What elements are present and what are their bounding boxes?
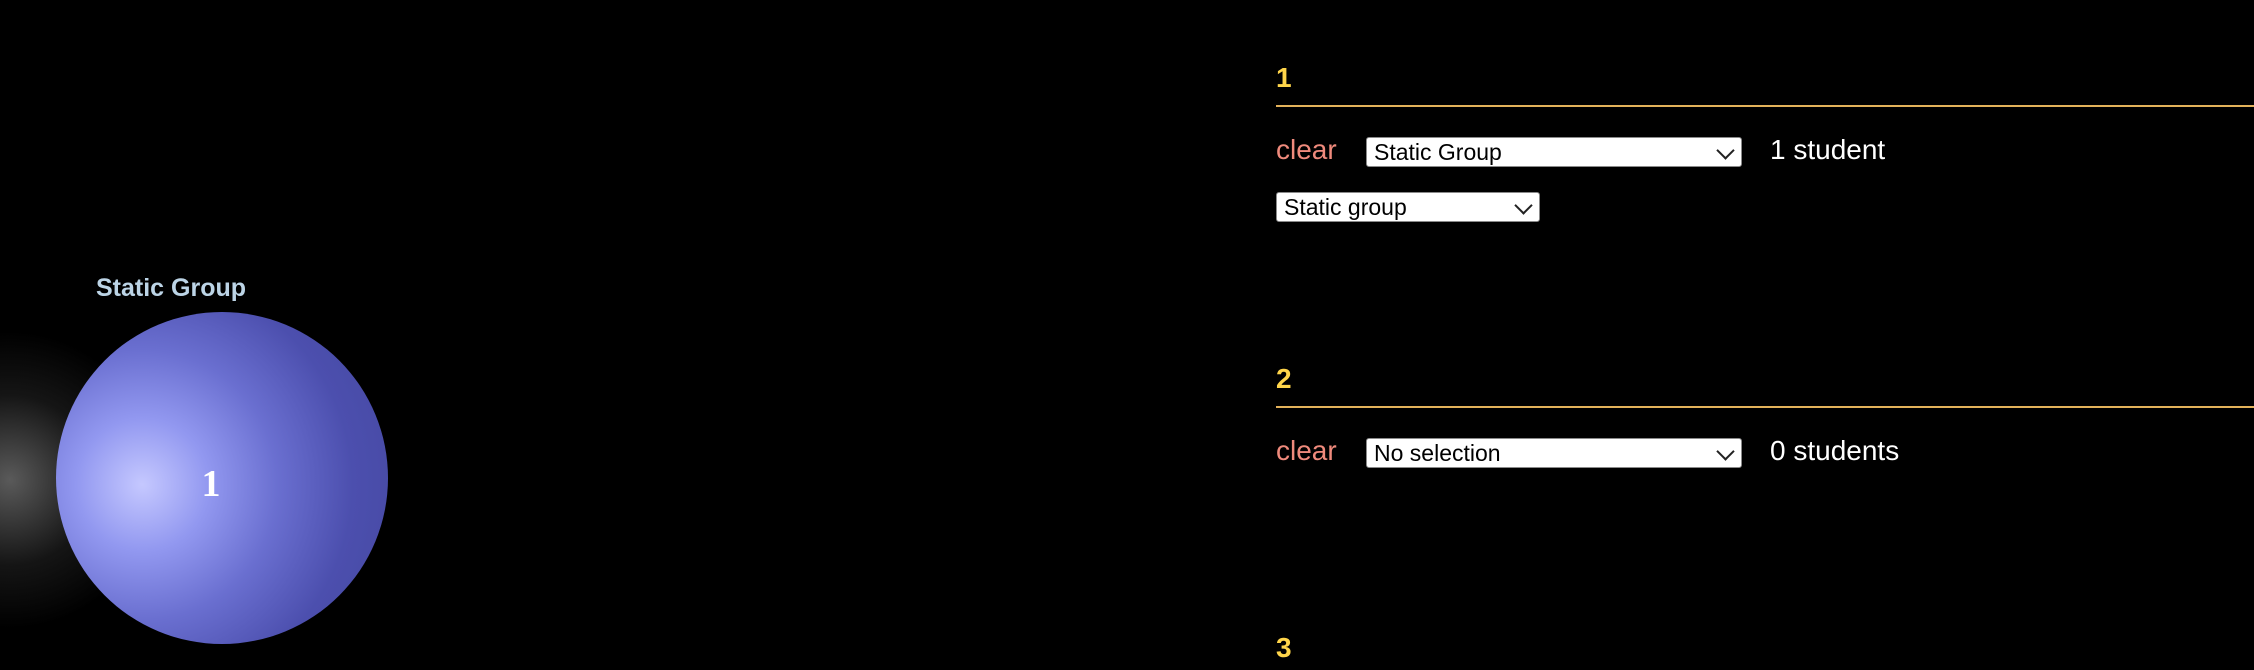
clear-link[interactable]: clear <box>1276 134 1337 165</box>
group-select[interactable]: No selection <box>1366 438 1742 468</box>
group-select-value: Static Group <box>1374 139 1502 165</box>
group-select-value: No selection <box>1374 440 1501 466</box>
student-count: 1 student <box>1770 134 1886 165</box>
group-number: 1 <box>1276 62 1292 93</box>
divider <box>1276 105 2254 107</box>
group-type-select-value: Static group <box>1284 194 1407 220</box>
chevron-down-icon <box>1716 442 1735 461</box>
group-section-1: 1 clear Static Group 1 student Static gr… <box>1276 62 2254 232</box>
group-section-3: 3 <box>1276 632 2254 670</box>
group-type-select[interactable]: Static group <box>1276 192 1540 222</box>
student-count: 0 students <box>1770 435 1900 466</box>
groups-panel: 1 clear Static Group 1 student Static gr… <box>1276 0 2254 670</box>
group-section-2: 2 clear No selection 0 students <box>1276 363 2254 483</box>
group-number: 3 <box>1276 632 1292 663</box>
divider <box>1276 406 2254 408</box>
group-select[interactable]: Static Group <box>1366 137 1742 167</box>
group-number: 2 <box>1276 363 1292 394</box>
group-visualization: Static Group 1 <box>0 274 388 644</box>
bubble-label: Static Group <box>96 274 247 302</box>
group-bubble[interactable] <box>56 312 388 644</box>
chevron-down-icon <box>1514 196 1533 215</box>
clear-link[interactable]: clear <box>1276 435 1337 466</box>
chevron-down-icon <box>1716 141 1735 160</box>
bubble-count: 1 <box>201 463 221 505</box>
